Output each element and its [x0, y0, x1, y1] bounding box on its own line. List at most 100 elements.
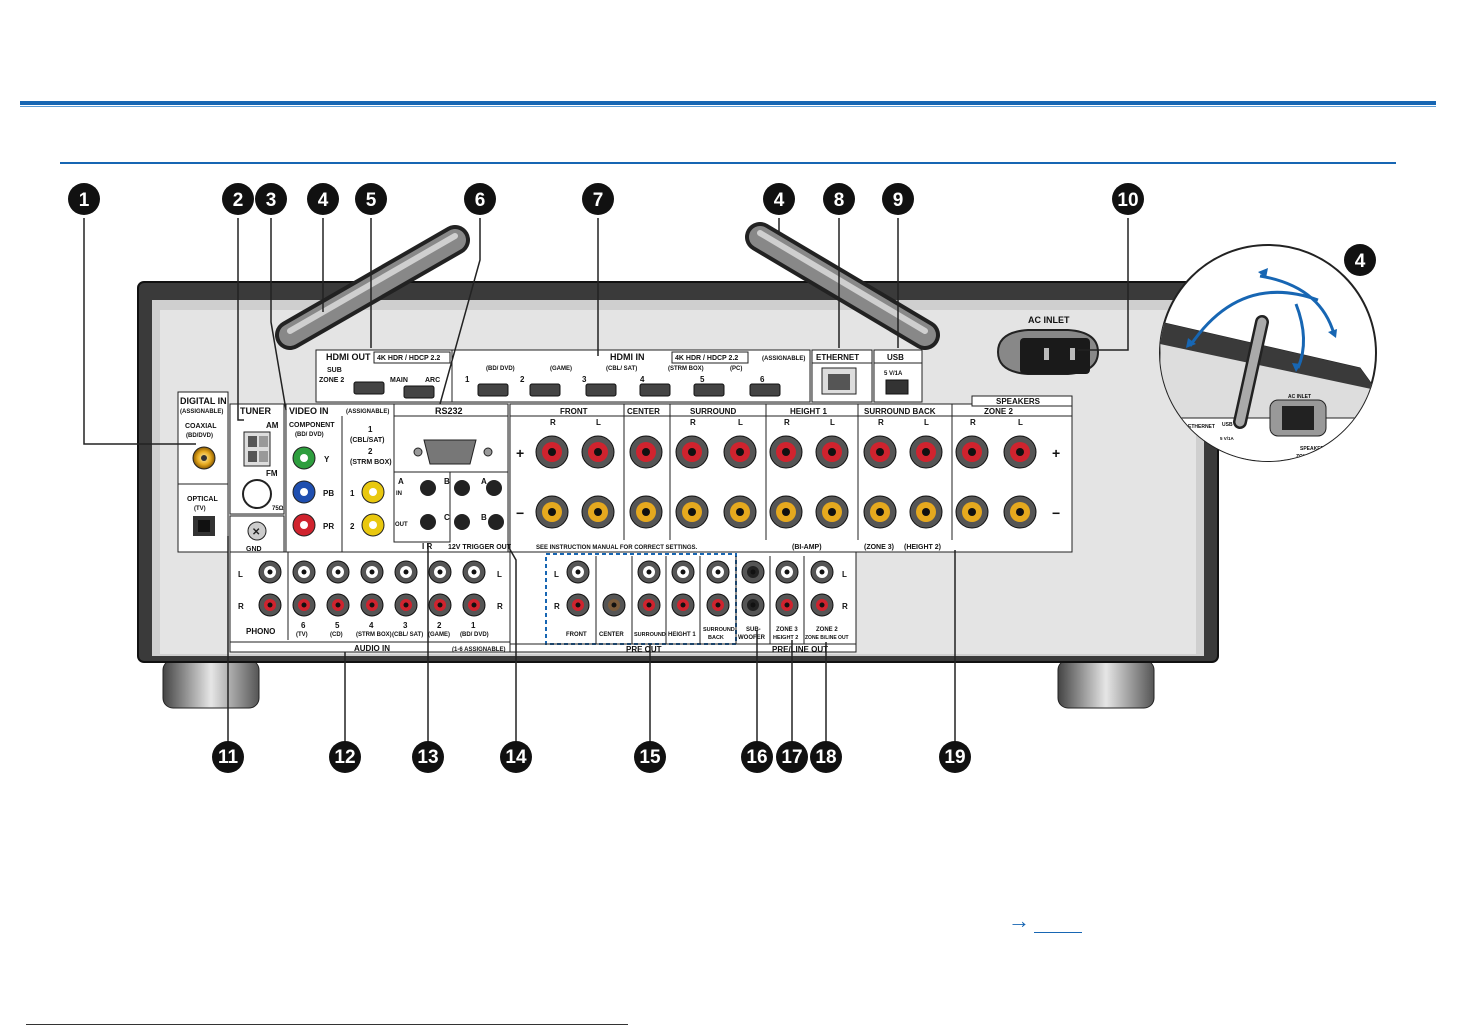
label-text: L — [596, 418, 601, 427]
label-text: R — [878, 418, 884, 427]
label-text: PR — [323, 522, 334, 531]
ir-in-b — [454, 480, 470, 496]
rs232-port — [423, 439, 477, 465]
label-text: (CBL/SAT) — [350, 437, 384, 444]
label-text: 1 — [79, 190, 90, 211]
label-text: HDMI OUT — [326, 352, 371, 362]
label-text: 12 — [334, 747, 355, 768]
label-text: (GAME) — [428, 632, 450, 638]
sp-front-l-minus — [581, 495, 615, 529]
callout-10: 10 — [1112, 183, 1144, 215]
sp-zone2-r-plus — [955, 435, 989, 469]
label-text: 1 — [368, 425, 373, 434]
label-text: (BD/ DVD) — [486, 366, 515, 372]
sp-front-l-plus — [581, 435, 615, 469]
speaker-terminals — [535, 435, 1037, 529]
label-text: B — [481, 513, 487, 522]
hdmi-in-6: 6 — [749, 375, 781, 397]
label-text: R — [550, 418, 556, 427]
label-text: DIGITAL IN — [180, 396, 227, 406]
hdmi-in-1: 1 (BD/ DVD) — [465, 366, 515, 397]
label-text: ZONE B/LINE OUT — [805, 635, 849, 641]
label-text: Y — [324, 455, 330, 464]
label-text: 6 — [760, 375, 765, 384]
trigger-b — [488, 514, 504, 530]
label-text: (1-6 ASSIGNABLE) — [452, 647, 505, 653]
label-text: 3 — [582, 375, 587, 384]
label-text: 5 V/1A — [884, 371, 903, 377]
callout-14: 14 — [500, 741, 532, 773]
sp-surround-r-plus — [675, 435, 709, 469]
reference-link-underline[interactable] — [1034, 932, 1082, 933]
hdmi-out-sub — [353, 381, 385, 395]
label-text: SURROUND — [690, 407, 736, 416]
label-text: L — [554, 570, 559, 579]
label-text: (GAME) — [550, 366, 572, 372]
leader-lines — [83, 218, 1129, 748]
label-text: 6 — [301, 621, 306, 630]
label-text: C — [444, 513, 450, 522]
label-text: 5 V/1A — [1220, 436, 1235, 441]
ir-out — [420, 514, 436, 530]
label-text: 13 — [417, 747, 438, 768]
ir-in-a — [420, 480, 436, 496]
label-text: PRE/LINE OUT — [772, 645, 828, 654]
label-text: SEE INSTRUCTION MANUAL FOR CORRECT SETTI… — [536, 545, 698, 551]
label-text: SURROUND BACK — [864, 407, 936, 416]
label-text: (HEIGHT 2) — [904, 544, 941, 551]
callout-8: 8 — [823, 183, 855, 215]
label-text: 5 — [700, 375, 705, 384]
label-text: − — [1052, 505, 1060, 521]
label-text: 2 — [368, 447, 373, 456]
label-text: COMPONENT — [289, 422, 335, 429]
footer-rule — [26, 1024, 628, 1025]
callout-1: 1 — [68, 183, 100, 215]
label-text: ZONE 2 — [319, 377, 344, 384]
callout-4b: 4 — [763, 183, 795, 215]
label-text: SPEAKERS — [996, 397, 1041, 406]
label-text: FRONT — [566, 632, 587, 638]
label-text: (ASSIGNABLE) — [180, 409, 223, 415]
sp-center-plus — [629, 435, 663, 469]
label-text: OUT — [395, 522, 408, 528]
sp-front-r-minus — [535, 495, 569, 529]
label-text: (ASSIGNABLE) — [762, 356, 805, 362]
rotate-arrow-left — [1188, 290, 1319, 347]
sp-center-minus — [629, 495, 663, 529]
sp-height1-l-plus — [815, 435, 849, 469]
reference-link-arrow[interactable]: → — [1008, 908, 1030, 933]
label-text: COAXIAL — [185, 423, 217, 430]
label-text: 4 — [318, 190, 329, 211]
label-text: R — [497, 602, 503, 611]
label-text: 18 — [815, 747, 836, 768]
label-text: 16 — [746, 747, 767, 768]
callout-12: 12 — [329, 741, 361, 773]
label-text: 9 — [893, 190, 904, 211]
label-text: ZONE 2 — [984, 407, 1013, 416]
label-text: HEIGHT 2 — [773, 635, 798, 641]
label-text: (ASSIGNABLE) — [346, 409, 389, 415]
sp-zone2-l-plus — [1003, 435, 1037, 469]
label-text: IN — [396, 491, 402, 497]
label-text: (STRM BOX) — [668, 366, 704, 372]
label-text: 5 — [366, 190, 377, 211]
label-text: 7 — [593, 190, 604, 211]
label-text: R — [690, 418, 696, 427]
right-foot — [1057, 659, 1155, 709]
label-text: 4 — [369, 621, 374, 630]
fm-jack — [242, 479, 272, 509]
label-text: SUB — [327, 367, 342, 374]
callout-4a: 4 — [307, 183, 339, 215]
label-text: (BD/ DVD) — [295, 432, 324, 438]
label-text: A — [398, 477, 404, 486]
section-rule — [60, 162, 1396, 164]
label-text: ETHERNET — [816, 353, 859, 362]
usb-port — [885, 379, 909, 395]
label-text: 1 — [350, 489, 355, 498]
label-text: L — [238, 570, 243, 579]
label-text: L — [924, 418, 929, 427]
label-text: (TV) — [194, 506, 206, 512]
label-text: OPTICAL — [187, 496, 218, 503]
label-text: 4 — [774, 190, 785, 211]
